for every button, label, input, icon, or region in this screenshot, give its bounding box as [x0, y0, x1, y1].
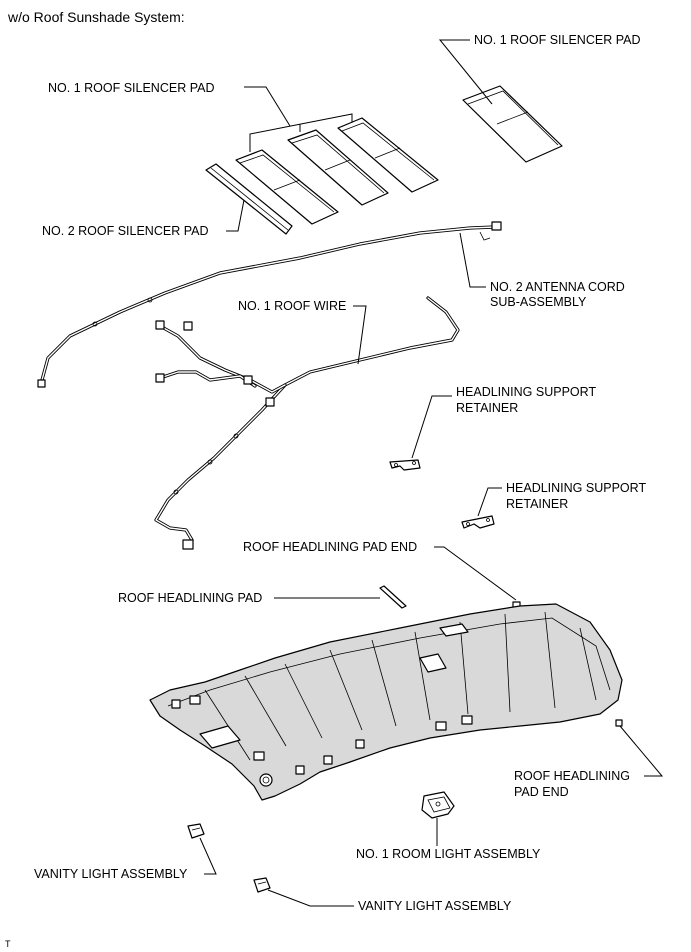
- support-retainer-1-label-line1: HEADLINING SUPPORT: [456, 385, 596, 399]
- silencer-pad-2-label: NO. 2 ROOF SILENCER PAD: [42, 224, 208, 238]
- vanity-light-left-label: VANITY LIGHT ASSEMBLY: [34, 867, 188, 881]
- silencer-pad-2-callout: NO. 2 ROOF SILENCER PAD: [42, 199, 245, 238]
- diagram-title: w/o Roof Sunshade System:: [7, 9, 185, 25]
- pad-end-right-label-line1: ROOF HEADLINING: [514, 769, 630, 783]
- support-retainer-2-callout: HEADLINING SUPPORT RETAINER: [477, 481, 646, 517]
- pad-end-right: [615, 719, 623, 727]
- room-light-callout: NO. 1 ROOM LIGHT ASSEMBLY: [356, 818, 541, 861]
- vanity-light-bottom-label: VANITY LIGHT ASSEMBLY: [358, 899, 512, 913]
- roof-wire-callout: NO. 1 ROOF WIRE: [238, 299, 367, 365]
- silencer-pad-1-group-callout: NO. 1 ROOF SILENCER PAD: [48, 81, 353, 152]
- support-retainer-1: [389, 459, 421, 471]
- silencer-pad-1-group: [235, 117, 439, 225]
- vanity-light-bottom: [253, 877, 271, 893]
- silencer-pad-1-top-callout: NO. 1 ROOF SILENCER PAD: [438, 33, 640, 105]
- headlining-pad: [379, 585, 407, 609]
- roof-wire-label: NO. 1 ROOF WIRE: [238, 299, 346, 313]
- support-retainer-1-callout: HEADLINING SUPPORT RETAINER: [411, 385, 596, 459]
- figure-code: T: [5, 939, 11, 949]
- roof-wire: [154, 296, 460, 550]
- vanity-light-left-callout: VANITY LIGHT ASSEMBLY: [34, 837, 217, 881]
- pad-end-top-label: ROOF HEADLINING PAD END: [243, 540, 417, 554]
- silencer-pad-1-single: [462, 85, 563, 163]
- room-light: [421, 791, 455, 819]
- support-retainer-2-label-line2: RETAINER: [506, 497, 568, 511]
- pad-end-right-label-line2: PAD END: [514, 785, 569, 799]
- vanity-light-bottom-callout: VANITY LIGHT ASSEMBLY: [267, 889, 512, 913]
- antenna-cord: [37, 221, 502, 388]
- pad-end-right-callout: ROOF HEADLINING PAD END: [514, 725, 664, 799]
- headlining-pad-label: ROOF HEADLINING PAD: [118, 591, 262, 605]
- pad-end-top-callout: ROOF HEADLINING PAD END: [243, 540, 517, 601]
- roof-headlining-panel: [149, 603, 623, 801]
- support-retainer-2-label-line1: HEADLINING SUPPORT: [506, 481, 646, 495]
- support-retainer-2: [461, 515, 495, 529]
- silencer-pad-2: [205, 163, 293, 235]
- vanity-light-left: [187, 823, 205, 839]
- antenna-cord-label-line1: NO. 2 ANTENNA CORD: [490, 280, 625, 294]
- room-light-label: NO. 1 ROOM LIGHT ASSEMBLY: [356, 847, 541, 861]
- silencer-pad-1-top-label: NO. 1 ROOF SILENCER PAD: [474, 33, 640, 47]
- headlining-pad-callout: ROOF HEADLINING PAD: [118, 591, 380, 605]
- antenna-cord-label-line2: SUB-ASSEMBLY: [490, 295, 587, 309]
- antenna-cord-callout: NO. 2 ANTENNA CORD SUB-ASSEMBLY: [459, 232, 625, 309]
- silencer-pad-1-group-label: NO. 1 ROOF SILENCER PAD: [48, 81, 214, 95]
- support-retainer-1-label-line2: RETAINER: [456, 401, 518, 415]
